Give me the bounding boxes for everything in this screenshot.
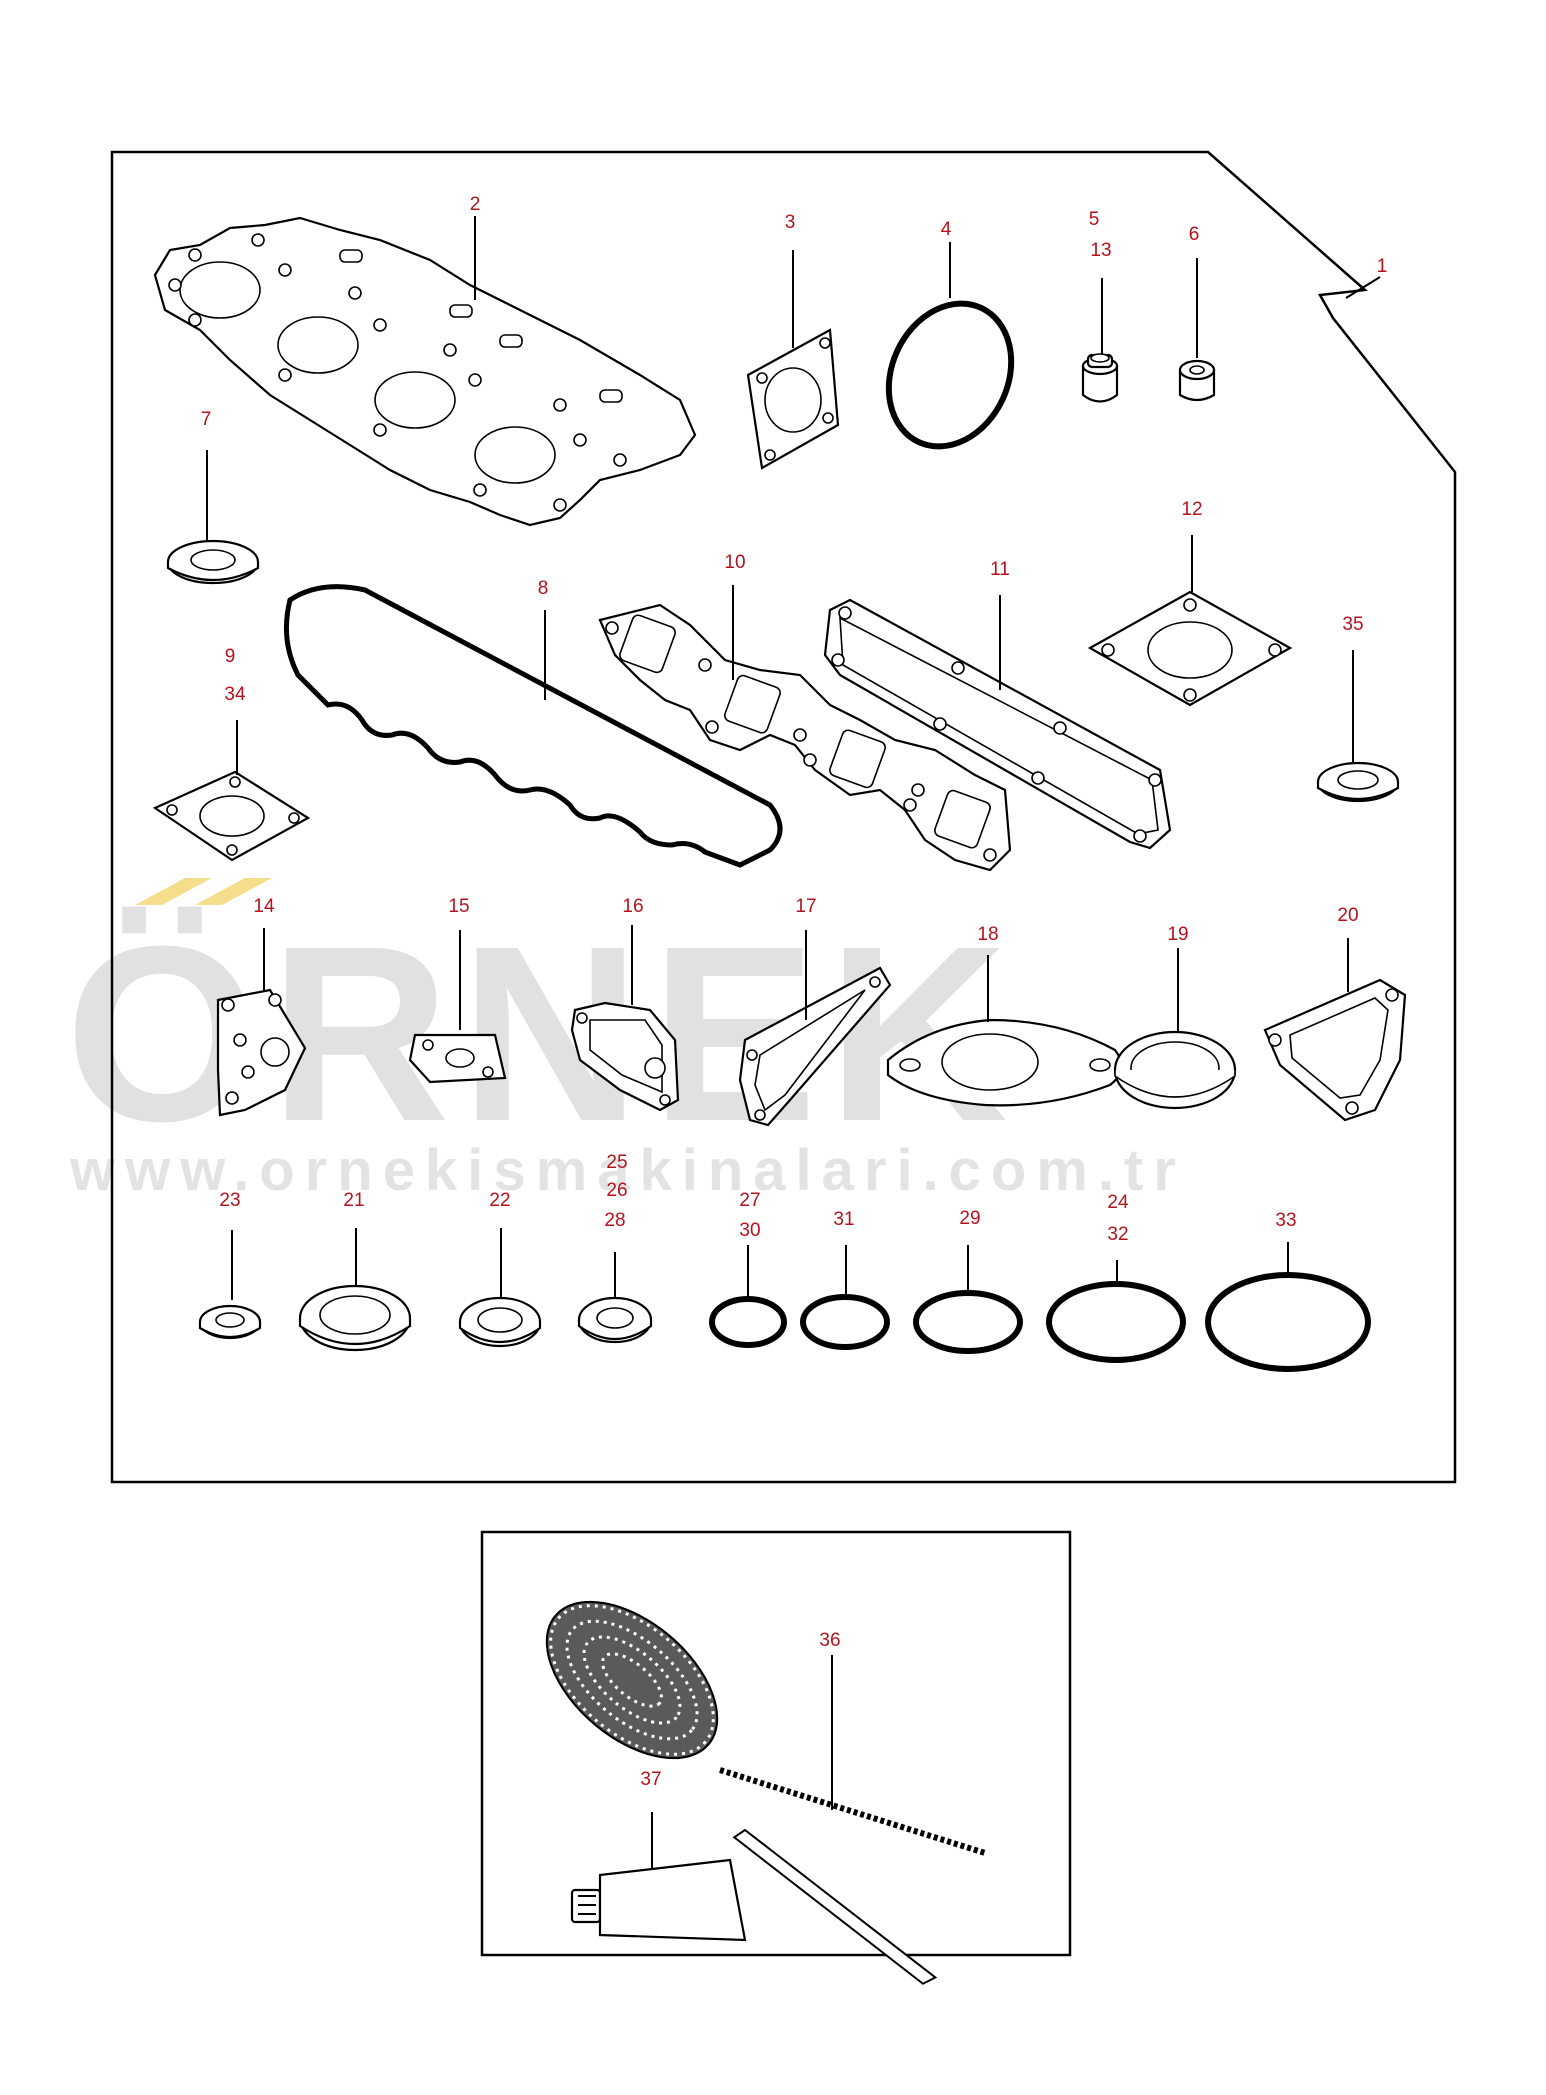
watermark-accent-right bbox=[195, 878, 272, 905]
watermark-accent-left bbox=[135, 878, 212, 905]
washer-7 bbox=[166, 539, 260, 585]
bushing-6 bbox=[1178, 359, 1216, 402]
label-5: 5 bbox=[1089, 209, 1100, 230]
label-33: 33 bbox=[1275, 1210, 1296, 1231]
o-ring-31 bbox=[800, 1294, 890, 1350]
label-8: 8 bbox=[538, 578, 549, 599]
sealant-tube-37 bbox=[570, 1858, 747, 1942]
label-26: 26 bbox=[606, 1180, 627, 1201]
label-18: 18 bbox=[977, 924, 998, 945]
label-19: 19 bbox=[1167, 924, 1188, 945]
label-2: 2 bbox=[470, 194, 481, 215]
o-ring-33 bbox=[1205, 1272, 1371, 1372]
cylinder-head-gasket bbox=[153, 216, 697, 527]
exhaust-manifold-gasket bbox=[598, 603, 1012, 872]
o-ring-27 bbox=[709, 1296, 787, 1348]
label-29: 29 bbox=[959, 1208, 980, 1229]
label-1: 1 bbox=[1377, 256, 1388, 277]
flange-gasket-12 bbox=[1087, 590, 1293, 707]
label-27: 27 bbox=[739, 1190, 760, 1211]
label-20: 20 bbox=[1337, 905, 1358, 926]
label-28: 28 bbox=[604, 1210, 625, 1231]
ring-gasket-19 bbox=[1113, 1030, 1237, 1110]
label-23: 23 bbox=[219, 1190, 240, 1211]
washer-23 bbox=[198, 1304, 262, 1340]
washer-22 bbox=[458, 1296, 542, 1348]
label-31: 31 bbox=[833, 1209, 854, 1230]
gasket-18 bbox=[886, 1018, 1123, 1107]
label-16: 16 bbox=[622, 896, 643, 917]
gasket-14 bbox=[216, 988, 307, 1117]
washer-21 bbox=[298, 1284, 412, 1352]
label-4: 4 bbox=[941, 219, 952, 240]
label-15: 15 bbox=[448, 896, 469, 917]
label-7: 7 bbox=[201, 409, 212, 430]
gasket-20 bbox=[1263, 978, 1407, 1122]
washer-25 bbox=[577, 1296, 653, 1344]
o-ring-24 bbox=[1046, 1281, 1186, 1363]
watermark-url: www.ornekismakinalari.com.tr bbox=[69, 1138, 1186, 1203]
label-22: 22 bbox=[489, 1190, 510, 1211]
rocker-cover-gasket bbox=[283, 584, 783, 868]
gasket-16 bbox=[570, 1001, 680, 1112]
label-35: 35 bbox=[1342, 614, 1363, 635]
label-9: 9 bbox=[225, 646, 236, 667]
label-11: 11 bbox=[990, 559, 1010, 580]
label-24: 24 bbox=[1107, 1192, 1129, 1213]
label-14: 14 bbox=[253, 896, 275, 917]
small-flange-gasket-9 bbox=[152, 770, 311, 862]
washer-35 bbox=[1316, 761, 1400, 803]
label-12: 12 bbox=[1181, 499, 1202, 520]
label-10: 10 bbox=[724, 552, 745, 573]
label-17: 17 bbox=[795, 896, 816, 917]
valve-stem-seal bbox=[1081, 353, 1119, 403]
label-32: 32 bbox=[1107, 1224, 1128, 1245]
label-37: 37 bbox=[640, 1769, 661, 1790]
label-30: 30 bbox=[739, 1220, 760, 1241]
label-13: 13 bbox=[1090, 240, 1111, 261]
label-6: 6 bbox=[1189, 224, 1200, 245]
label-25: 25 bbox=[606, 1152, 627, 1173]
tools-frame bbox=[480, 1530, 1072, 1957]
gasket-17 bbox=[738, 966, 892, 1127]
cylinder-brush-36 bbox=[545, 1600, 986, 1985]
label-21: 21 bbox=[343, 1190, 364, 1211]
intake-manifold-gasket bbox=[823, 598, 1172, 850]
label-36: 36 bbox=[819, 1630, 840, 1651]
o-ring-29 bbox=[913, 1290, 1023, 1354]
label-3: 3 bbox=[785, 212, 796, 233]
square-flange-gasket-3 bbox=[746, 328, 840, 470]
gasket-15 bbox=[408, 1033, 507, 1084]
o-ring-4 bbox=[885, 300, 1015, 450]
kit-frame bbox=[110, 150, 1457, 1484]
watermark-brand: ÖRNEK bbox=[65, 894, 1018, 1173]
label-34: 34 bbox=[224, 684, 246, 705]
